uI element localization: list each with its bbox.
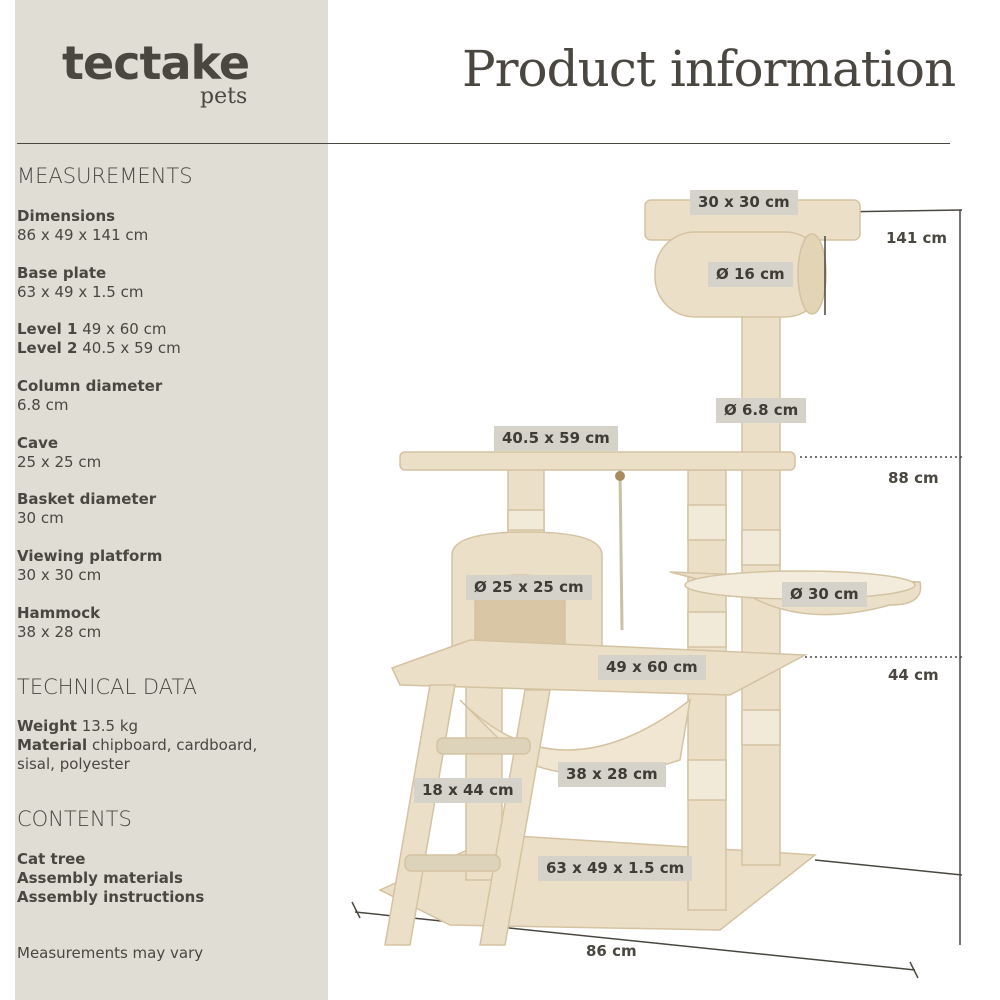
spec-label: Base plate <box>17 264 107 282</box>
brand-logo: tectake <box>62 36 250 90</box>
brand-sub: pets <box>200 84 248 109</box>
label-base: 63 x 49 x 1.5 cm <box>538 856 693 881</box>
spec-label: Level 2 <box>17 339 78 357</box>
spec-value: 63 x 49 x 1.5 cm <box>17 283 144 301</box>
contents-item: Cat tree <box>17 850 86 868</box>
spec-value: 25 x 25 cm <box>17 453 102 471</box>
measurements-heading: MEASUREMENTS <box>17 164 193 188</box>
divider <box>17 143 950 144</box>
weight-value: 13.5 kg <box>81 717 139 735</box>
dim-level-1-height: 44 cm <box>888 666 939 684</box>
spec-value: 30 cm <box>17 509 64 527</box>
disclaimer: Measurements may vary <box>17 944 204 962</box>
dim-level-2-height: 88 cm <box>888 469 939 487</box>
spec-label: Cave <box>17 434 59 452</box>
sidebar <box>15 0 328 1000</box>
contents-item: Assembly instructions <box>17 888 205 906</box>
label-level-1: 49 x 60 cm <box>598 655 706 680</box>
spec-label: Basket diameter <box>17 490 157 508</box>
label-basket: Ø 30 cm <box>782 582 867 607</box>
spec-label: Level 1 <box>17 320 78 338</box>
label-cave: Ø 25 x 25 cm <box>466 575 592 600</box>
spec-value: 49 x 60 cm <box>82 320 167 338</box>
material-value: chipboard, cardboard, sisal, polyester <box>17 736 258 773</box>
spec-label: Dimensions <box>17 207 116 225</box>
label-ladder: 18 x 44 cm <box>414 778 522 803</box>
spec-value: 6.8 cm <box>17 396 69 414</box>
label-viewing-platform: 30 x 30 cm <box>690 190 798 215</box>
spec-label: Viewing platform <box>17 547 163 565</box>
technical-heading: TECHNICAL DATA <box>17 675 197 699</box>
spec-value: 38 x 28 cm <box>17 623 102 641</box>
dim-total-height: 141 cm <box>886 229 948 247</box>
spec-value: 30 x 30 cm <box>17 566 102 584</box>
contents-heading: CONTENTS <box>17 807 132 831</box>
material-label: Material <box>17 736 88 754</box>
dim-width: 86 cm <box>586 942 637 960</box>
spec-value: 40.5 x 59 cm <box>82 339 181 357</box>
spec-label: Column diameter <box>17 377 163 395</box>
label-hammock: 38 x 28 cm <box>558 762 666 787</box>
spec-value: 86 x 49 x 141 cm <box>17 226 149 244</box>
weight-label: Weight <box>17 717 77 735</box>
label-tube: Ø 16 cm <box>708 262 793 287</box>
page-title: Product information <box>462 40 956 98</box>
spec-label: Hammock <box>17 604 101 622</box>
label-level-2: 40.5 x 59 cm <box>494 426 618 451</box>
label-column: Ø 6.8 cm <box>716 398 807 423</box>
contents-item: Assembly materials <box>17 869 183 887</box>
